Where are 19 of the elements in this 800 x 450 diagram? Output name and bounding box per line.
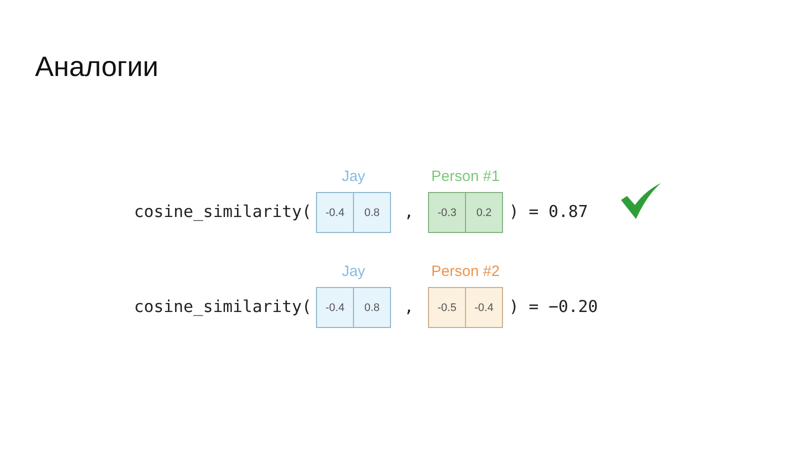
vector-cell: -0.3 <box>428 192 466 233</box>
vector-cell: -0.4 <box>316 287 354 328</box>
slide-title: Аналогии <box>35 50 158 84</box>
vector-label: Person #2 <box>431 263 500 281</box>
formula-text: , <box>404 296 414 318</box>
vector-cell: 0.8 <box>353 192 391 233</box>
vector-label: Jay <box>342 263 366 281</box>
formula-text: cosine_similarity( <box>134 201 312 223</box>
vector-cell: -0.4 <box>316 192 354 233</box>
vector-cell: -0.5 <box>428 287 466 328</box>
formula-text: ) = 0.87 <box>509 201 588 223</box>
vector-label: Person #1 <box>431 168 500 186</box>
formula-text: ) = −0.20 <box>509 296 598 318</box>
vector-cell: 0.2 <box>465 192 503 233</box>
vector-label: Jay <box>342 168 366 186</box>
vector-cell: 0.8 <box>353 287 391 328</box>
formula-text: , <box>404 201 414 223</box>
vector-cell: -0.4 <box>465 287 503 328</box>
formula-text: cosine_similarity( <box>134 296 312 318</box>
